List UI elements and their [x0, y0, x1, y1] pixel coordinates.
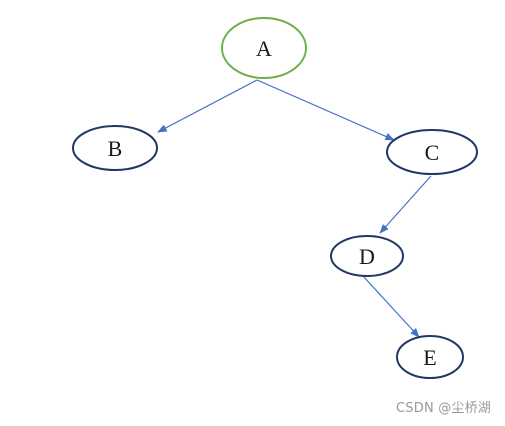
node-c-label: C: [425, 140, 440, 165]
node-d-shape: [330, 235, 404, 277]
node-a-shape: [221, 17, 307, 79]
watermark-text: CSDN @尘桥湖: [396, 401, 491, 416]
node-e: E: [396, 335, 464, 379]
node-d-label: D: [359, 244, 375, 269]
node-b-label: B: [108, 136, 123, 161]
node-e-shape: [396, 335, 464, 379]
edge-c-d: [379, 175, 432, 234]
edge-d-e: [362, 275, 420, 338]
node-b-shape: [72, 125, 158, 171]
edges: [157, 79, 432, 338]
node-a-label: A: [256, 36, 272, 61]
node-d: D: [330, 235, 404, 277]
node-b: B: [72, 125, 158, 171]
edge-a-b: [157, 79, 258, 133]
node-c: C: [386, 129, 478, 175]
edge-a-c: [256, 79, 395, 141]
node-c-shape: [386, 129, 478, 175]
node-a: A: [221, 17, 307, 79]
node-e-label: E: [423, 345, 436, 370]
